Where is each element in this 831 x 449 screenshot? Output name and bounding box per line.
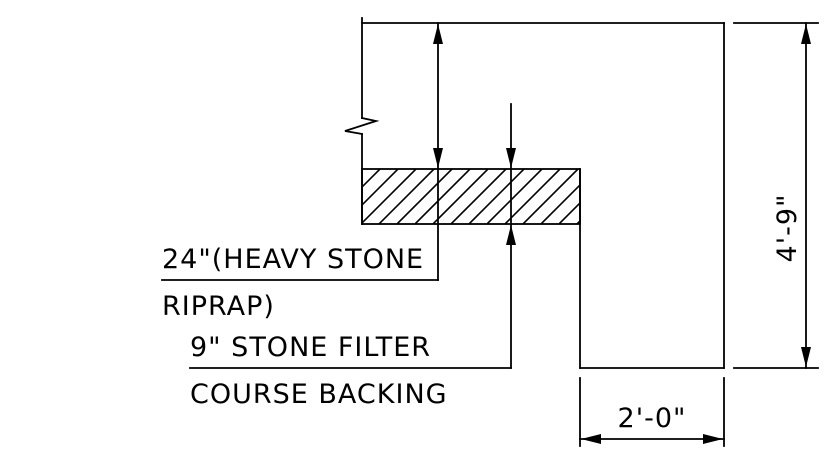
riprap-leader (161, 22, 443, 281)
hatched-layer-outline (361, 168, 581, 225)
riprap-leader-arrow-bottom (433, 148, 443, 168)
hatch-pattern (362, 169, 686, 224)
hatch-line (576, 219, 580, 224)
riprap-label-line1: 24"(HEAVY STONE (162, 244, 424, 275)
break-symbol (344, 116, 380, 136)
hatched-layer (361, 168, 686, 225)
hatch-line (362, 169, 417, 224)
width-dimension-text: 2'-0" (618, 403, 687, 434)
hatch-line (362, 169, 399, 207)
hatch-line (595, 169, 650, 224)
width-arrow-left (581, 434, 601, 444)
hatch-line (450, 169, 507, 224)
hatch-line (540, 183, 580, 224)
height-dimension: 4'-9" (733, 22, 819, 369)
filter-leader (189, 103, 516, 369)
hatch-line (432, 169, 489, 224)
hatch-line (558, 201, 580, 224)
hatch-line (362, 169, 363, 171)
riprap-label-line2: RIPRAP) (162, 291, 275, 322)
height-arrow-bottom (801, 347, 811, 367)
section-outline (344, 17, 725, 369)
filter-label-line1: 9" STONE FILTER (190, 332, 431, 363)
labels: 24"(HEAVY STONE RIPRAP) 9" STONE FILTER … (162, 244, 448, 410)
riprap-leader-arrow-top (433, 24, 443, 44)
hatch-line (631, 169, 686, 224)
hatch-line (504, 169, 561, 224)
hatch-line (613, 169, 668, 224)
width-arrow-right (703, 434, 723, 444)
hatch-line (396, 169, 453, 224)
hatch-line (522, 169, 579, 224)
filter-leader-arrow-bottom (506, 225, 516, 245)
height-arrow-top (801, 24, 811, 44)
hatch-line (468, 169, 525, 224)
height-dimension-text: 4'-9" (772, 194, 803, 263)
hatch-line (378, 169, 435, 224)
width-dimension: 2'-0" (579, 377, 725, 447)
hatch-line (486, 169, 543, 224)
filter-label-line2: COURSE BACKING (190, 379, 448, 410)
filter-leader-arrow-top (506, 148, 516, 168)
hatch-line (414, 169, 471, 224)
hatch-line (362, 169, 381, 189)
